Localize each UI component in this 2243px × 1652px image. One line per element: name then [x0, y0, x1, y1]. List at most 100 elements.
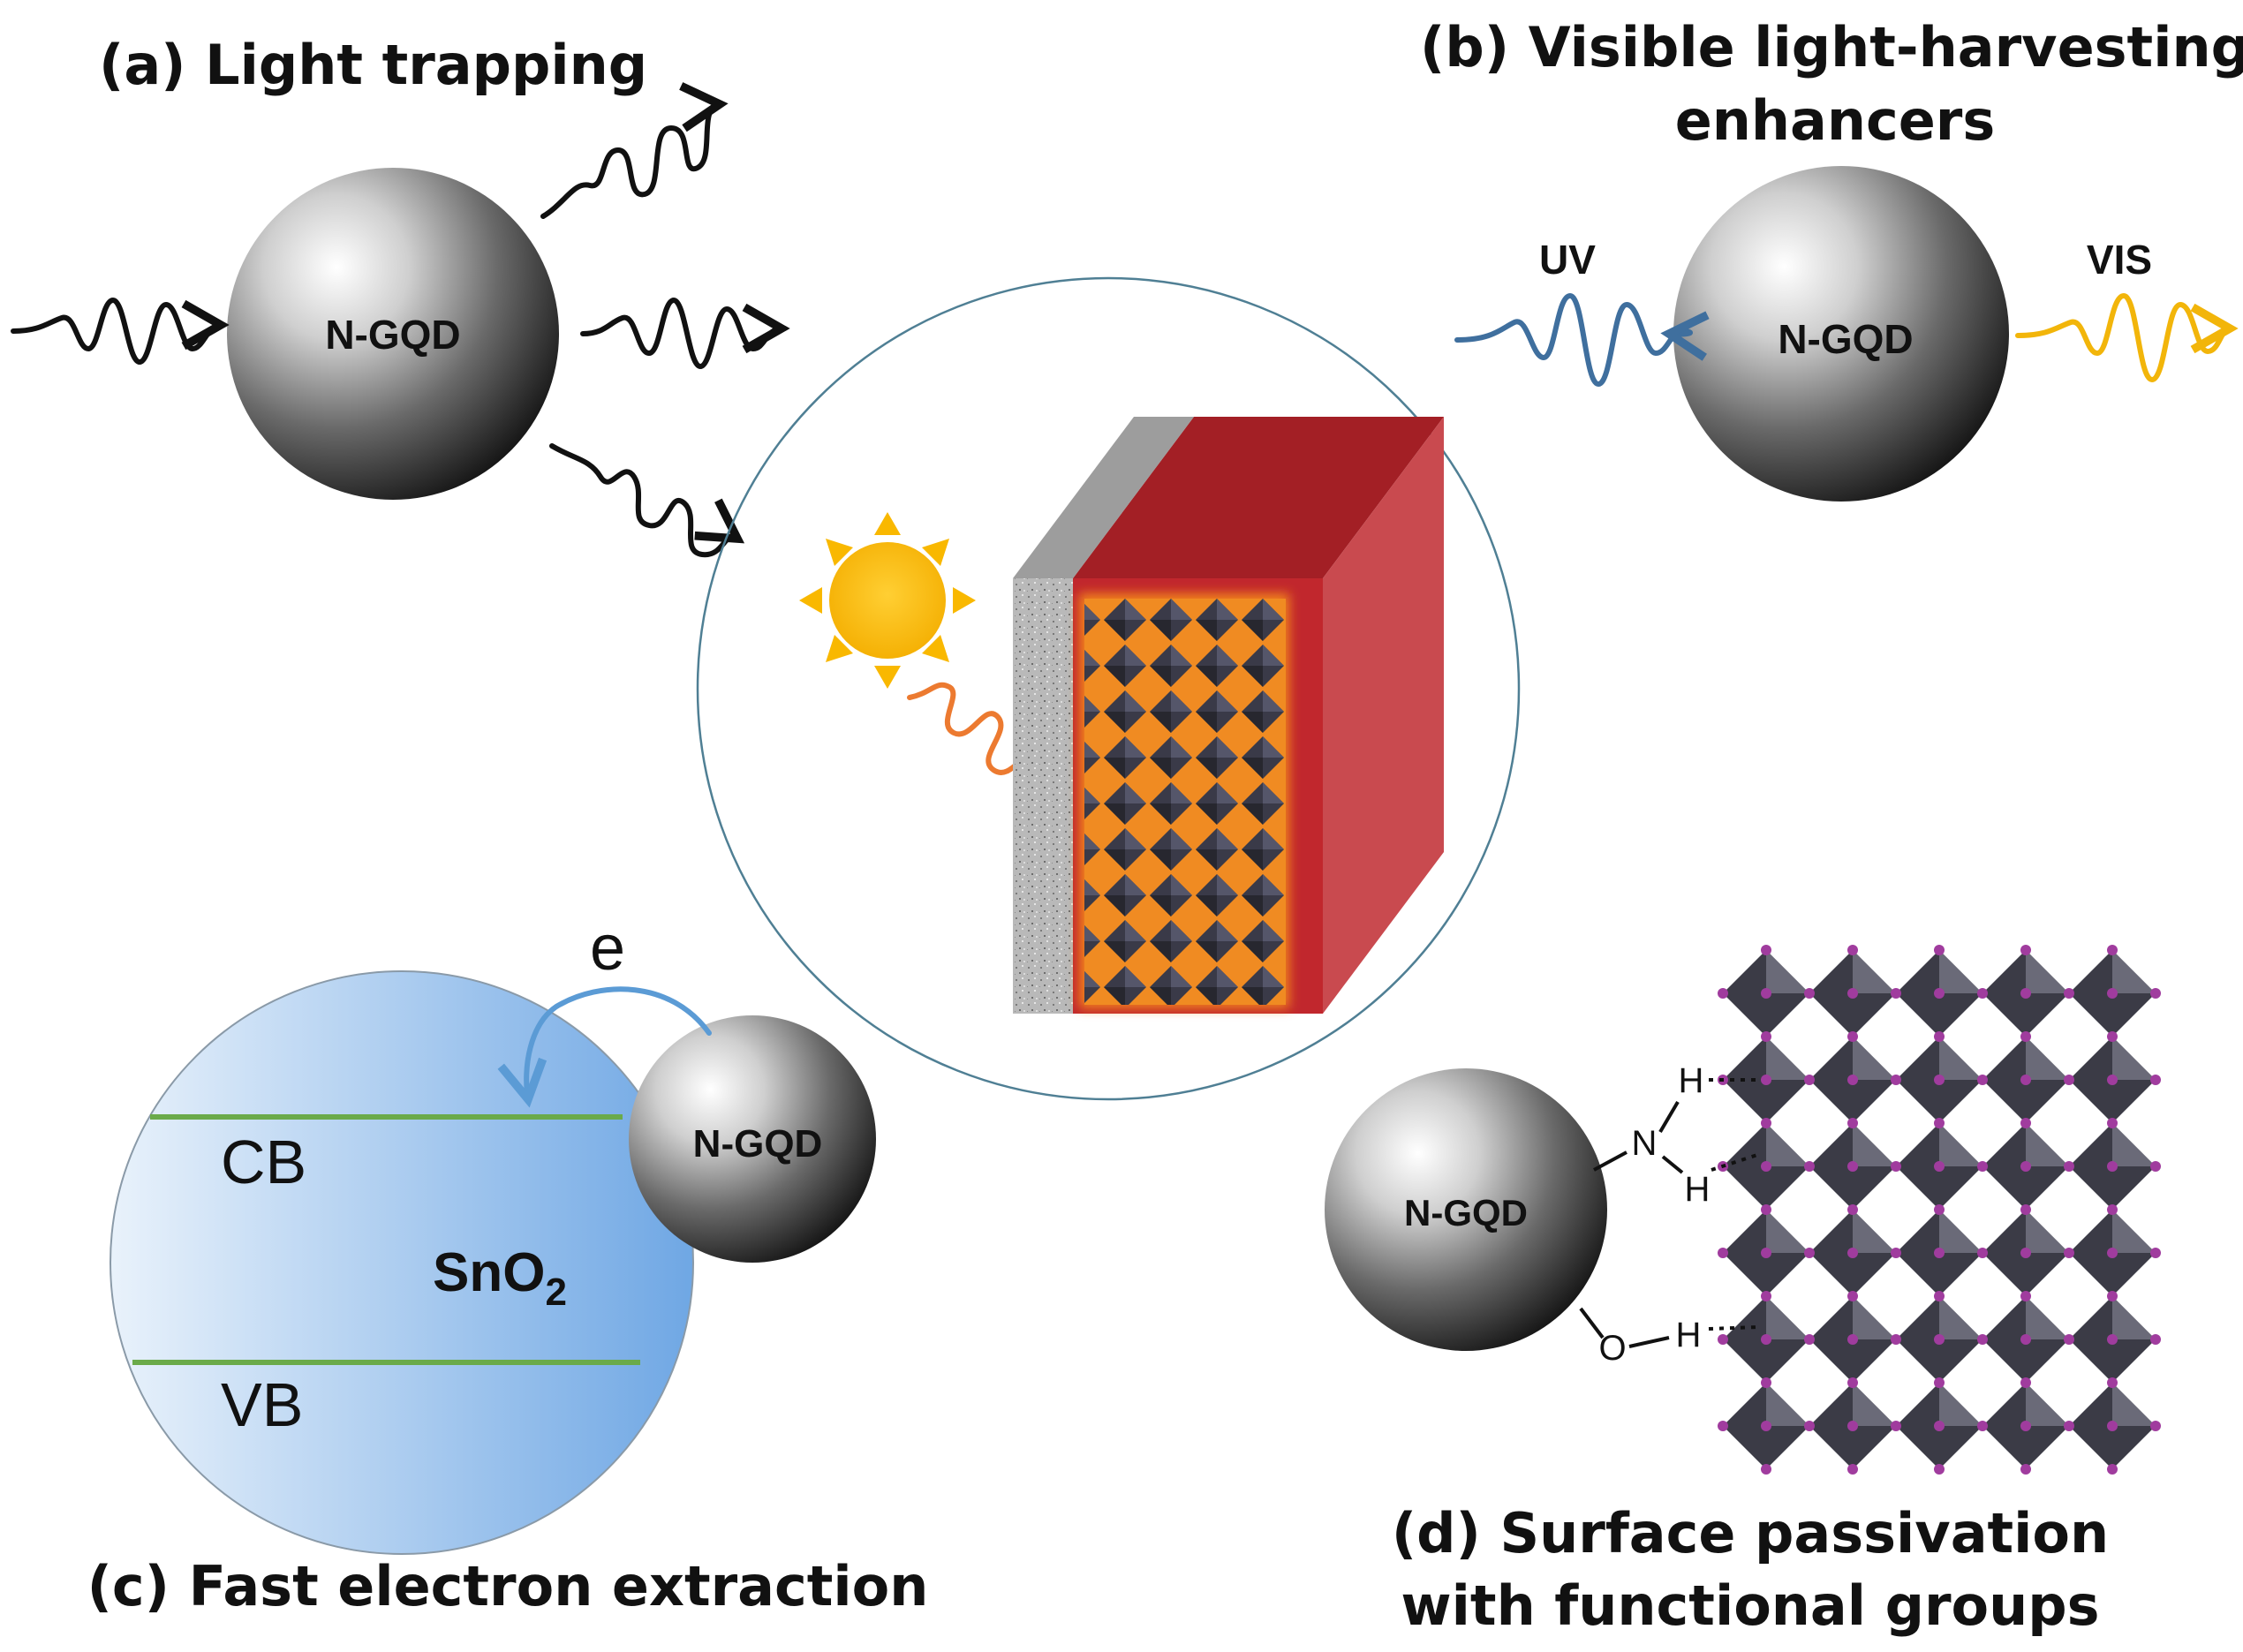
octahedron-face [2112, 1296, 2156, 1339]
iodide-atom [2107, 1377, 2118, 1388]
octahedron-face [1853, 950, 1896, 993]
iodide-atom [1847, 1248, 1858, 1258]
iodide-atom [1761, 1291, 1771, 1301]
iodide-atom [1761, 1075, 1771, 1085]
octahedron-face [1766, 950, 1809, 993]
iodide-atom [1804, 1161, 1815, 1172]
octahedron-face [2026, 1210, 2069, 1253]
iodide-atom [1761, 1464, 1771, 1475]
octahedron-face [1939, 1383, 1982, 1426]
iodide-atom [2064, 1334, 2074, 1345]
octahedron-face [1939, 950, 1982, 993]
iodide-atom [1847, 1161, 1858, 1172]
iodide-atom [1847, 1464, 1858, 1475]
iodide-atom [2107, 1031, 2118, 1042]
iodide-atom [1804, 1248, 1815, 1258]
octahedron-face [1939, 1123, 1982, 1166]
iodide-atom [1977, 1248, 1988, 1258]
atom-h-top: H [1679, 1061, 1704, 1100]
octahedron-face [2112, 1037, 2156, 1080]
iodide-atom [2020, 1075, 2031, 1085]
iodide-atom [1847, 1204, 1858, 1215]
iodide-atom [1718, 1421, 1728, 1431]
iodide-atom [1977, 1421, 1988, 1431]
iodide-atom [2020, 1377, 2031, 1388]
iodide-atom [2107, 1291, 2118, 1301]
iodide-atom [2150, 1334, 2161, 1345]
sno2-label: SnO2 [433, 1242, 567, 1314]
sno2-sphere [110, 970, 694, 1555]
octahedron-face [1766, 1123, 1809, 1166]
iodide-atom [2020, 1291, 2031, 1301]
panel-b: (b) Visible light-harvesting enhancers N… [1420, 15, 2243, 502]
iodide-atom [2150, 1161, 2161, 1172]
octahedron-face [1939, 1210, 1982, 1253]
octahedron-face [2026, 1037, 2069, 1080]
octahedron-face [1766, 1210, 1809, 1253]
iodide-atom [2064, 1421, 2074, 1431]
octahedron-face [1766, 1037, 1809, 1080]
iodide-atom [1804, 1421, 1815, 1431]
octahedron-face [1853, 1210, 1896, 1253]
octahedron-face [1939, 1296, 1982, 1339]
iodide-atom [1804, 1075, 1815, 1085]
iodide-atom [1934, 1421, 1945, 1431]
octahedron-face [1853, 1296, 1896, 1339]
iodide-atom [2150, 1075, 2161, 1085]
iodide-atom [1847, 1377, 1858, 1388]
sno2-label-main: SnO [433, 1242, 545, 1303]
vis-label: VIS [2087, 237, 2152, 283]
panel-a: (a) Light trapping N-GQD [11, 33, 790, 558]
iodide-atom [2064, 988, 2074, 999]
octahedron-face [1853, 1123, 1896, 1166]
panel-d: N-GQD H N H O H (d) Surface passivation … [1325, 945, 2161, 1638]
iodide-atom [1934, 1031, 1945, 1042]
octahedron-face [2026, 1296, 2069, 1339]
iodide-atom [2020, 988, 2031, 999]
quantum-dot-label-d: N-GQD [1404, 1192, 1528, 1233]
iodide-atom [2150, 1421, 2161, 1431]
iodide-atom [1934, 1291, 1945, 1301]
iodide-atom [2020, 1031, 2031, 1042]
scattered-photon-wave-icon-down [549, 443, 745, 558]
iodide-atom [2107, 1464, 2118, 1475]
iodide-atom [1761, 945, 1771, 955]
iodide-atom [2107, 1204, 2118, 1215]
iodide-atom [1761, 1248, 1771, 1258]
iodide-atom [1934, 988, 1945, 999]
quantum-dot-label-b: N-GQD [1778, 316, 1913, 362]
iodide-atom [1761, 1421, 1771, 1431]
atom-n: N [1632, 1124, 1658, 1163]
iodide-atom [1934, 945, 1945, 955]
iodide-atom [2107, 1334, 2118, 1345]
iodide-atom [1977, 1161, 1988, 1172]
iodide-atom [2020, 1334, 2031, 1345]
atom-h-mid: H [1685, 1170, 1711, 1209]
iodide-atom [2107, 1421, 2118, 1431]
iodide-atom [1718, 988, 1728, 999]
iodide-atom [1977, 1334, 1988, 1345]
scattered-photon-wave-icon-up [540, 82, 729, 219]
valence-band-label: VB [221, 1370, 303, 1439]
iodide-atom [1891, 1075, 1901, 1085]
perovskite-device-block [1013, 417, 1444, 1014]
iodide-atom [2020, 1248, 2031, 1258]
octahedron-face [2112, 1210, 2156, 1253]
iodide-atom [1761, 988, 1771, 999]
iodide-atom [1977, 1075, 1988, 1085]
iodide-atom [1934, 1248, 1945, 1258]
incoming-photon-wave-icon [11, 297, 230, 366]
quantum-dot-sphere-a [227, 168, 559, 500]
iodide-atom [1891, 1334, 1901, 1345]
iodide-atom [1891, 1161, 1901, 1172]
center-circle [696, 276, 1521, 1101]
iodide-atom [1847, 1421, 1858, 1431]
electron-label: e [590, 913, 625, 984]
panel-a-title: (a) Light trapping [99, 33, 647, 97]
iodide-atom [1934, 1377, 1945, 1388]
functional-group-bonds [1579, 1078, 1758, 1348]
uv-label: UV [1539, 237, 1596, 283]
iodide-atom [1804, 1334, 1815, 1345]
iodide-atom [1847, 1075, 1858, 1085]
